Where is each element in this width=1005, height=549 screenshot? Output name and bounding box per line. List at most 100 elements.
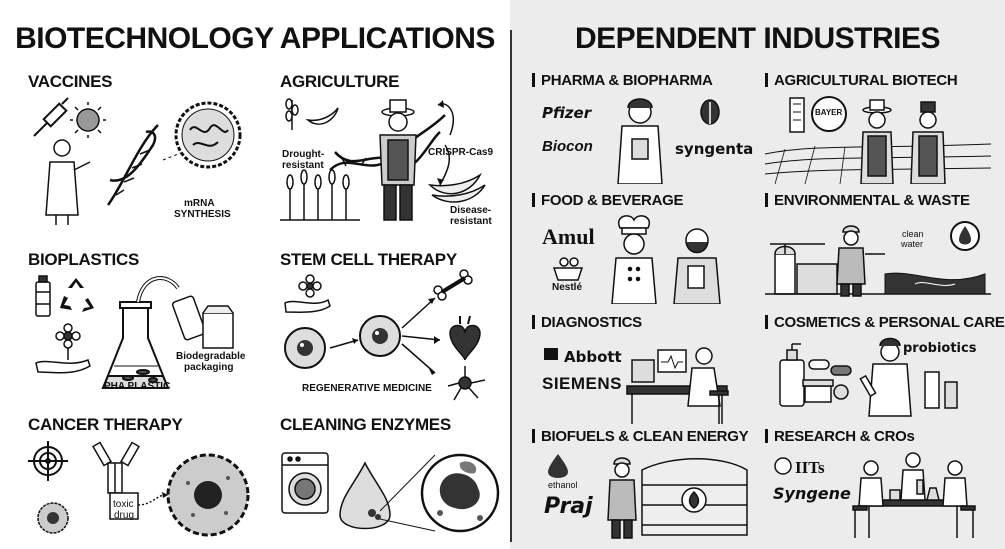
stem-cell-illustration bbox=[284, 269, 486, 401]
drug-label: drug bbox=[114, 510, 135, 521]
industries-panel bbox=[510, 0, 1005, 549]
stem-cell-title: STEM CELL THERAPY bbox=[280, 250, 457, 269]
toxic-label: toxic bbox=[113, 499, 134, 510]
cleaning-enzymes-illustration bbox=[281, 452, 500, 533]
neuron-icon bbox=[447, 366, 486, 401]
capsule-icon bbox=[808, 359, 852, 376]
panel-divider bbox=[510, 30, 512, 542]
agri-biotech-title: AGRICULTURAL BIOTECH bbox=[765, 72, 958, 89]
pharma-title: PHARMA & BIOPHARMA bbox=[532, 72, 713, 89]
farmer-icon bbox=[860, 99, 894, 184]
disease-label-2: resistant bbox=[450, 216, 492, 227]
scientist-icon bbox=[859, 337, 912, 417]
recycle-icon bbox=[60, 278, 94, 312]
worker-icon bbox=[607, 457, 637, 539]
stem-cell-section: STEM CELL THERAPY bbox=[280, 250, 520, 401]
applications-title: BIOTECHNOLOGY APPLICATIONS bbox=[15, 22, 495, 55]
bioplastics-title: BIOPLASTICS bbox=[28, 250, 139, 269]
tumor-cell-icon bbox=[37, 502, 69, 534]
agriculture-title: AGRICULTURE bbox=[280, 72, 400, 91]
pharmacist-icon bbox=[617, 98, 663, 184]
technician-icon bbox=[687, 347, 729, 424]
badge-icon bbox=[789, 97, 805, 133]
applications-panel bbox=[0, 0, 510, 549]
pump-bottle-icon bbox=[779, 343, 805, 407]
banana-icon bbox=[305, 107, 339, 125]
lab-equipment-icon bbox=[889, 487, 940, 501]
pharma-illustration bbox=[617, 98, 720, 184]
syngenta-logo: syngenta bbox=[675, 140, 754, 158]
bone-icon bbox=[433, 269, 473, 301]
bioplastics-section: BIOPLASTICS bbox=[28, 250, 268, 400]
antibody-icon bbox=[92, 441, 140, 494]
pha-plastic-label: PHA PLASTIC bbox=[104, 381, 171, 392]
mrna-particle-icon bbox=[174, 101, 242, 169]
cancer-therapy-illustration bbox=[28, 441, 250, 537]
researcher-icon-3 bbox=[942, 460, 976, 538]
diagnostics-illustration bbox=[544, 347, 729, 424]
water-label: water bbox=[901, 239, 924, 249]
industries-title: DEPENDENT INDUSTRIES bbox=[574, 22, 941, 55]
worker-icon bbox=[836, 225, 866, 297]
flower-hand-icon bbox=[35, 323, 91, 374]
researcher-icon-1 bbox=[852, 460, 884, 538]
agri-biotech-card: AGRICULTURAL BIOTECH BAYER bbox=[765, 72, 991, 184]
tube-icon bbox=[924, 371, 958, 409]
probiotics-label: probiotics bbox=[903, 341, 977, 356]
packaging-label: packaging bbox=[184, 362, 234, 373]
stem-cell-icon bbox=[284, 327, 326, 369]
dna-helix-icon bbox=[106, 124, 159, 206]
abbott-logo: Abbott bbox=[564, 348, 622, 366]
heart-icon bbox=[449, 315, 481, 361]
siemens-logo: SIEMENS bbox=[542, 374, 623, 393]
cosmetics-title: COSMETICS & PERSONAL CARE bbox=[765, 314, 1005, 331]
disease-label-1: Disease- bbox=[450, 205, 492, 216]
farmer-icon bbox=[379, 99, 417, 221]
food-beverage-illustration bbox=[552, 215, 721, 304]
chef-icon bbox=[611, 215, 657, 304]
regenerative-medicine-label: REGENERATIVE MEDICINE bbox=[302, 383, 432, 394]
fuel-tank-icon bbox=[641, 458, 748, 536]
agri-biotech-illustration bbox=[765, 96, 991, 184]
iit-emblem-icon bbox=[774, 457, 792, 475]
nestle-logo: Nestlé bbox=[552, 282, 583, 293]
scientist-icon bbox=[45, 139, 91, 225]
cleaning-enzymes-section: CLEANING ENZYMES bbox=[280, 415, 520, 549]
cosmetics-illustration bbox=[779, 337, 958, 417]
target-icon bbox=[28, 441, 68, 481]
virus-icon bbox=[70, 102, 106, 138]
diagnostics-title: DIAGNOSTICS bbox=[532, 314, 642, 331]
cream-jar-icon bbox=[802, 379, 849, 403]
toxic-drug-box bbox=[109, 492, 139, 520]
washing-machine-icon bbox=[281, 452, 329, 514]
synthesis-label: SYNTHESIS bbox=[174, 209, 231, 220]
research-title: RESEARCH & CROs bbox=[765, 428, 915, 445]
drought-label-2: resistant bbox=[282, 160, 324, 171]
amul-logo: Amul bbox=[542, 224, 595, 249]
mrna-label: mRNA bbox=[184, 198, 215, 209]
lab-desk-icon bbox=[626, 349, 728, 424]
water-drop-icon bbox=[339, 461, 391, 530]
vaccines-title: VACCINES bbox=[28, 72, 113, 91]
biodegradable-label: Biodegradable bbox=[176, 351, 246, 362]
flower-hand-icon bbox=[284, 274, 331, 313]
drought-label-1: Drought- bbox=[282, 149, 325, 160]
flask-icon bbox=[101, 301, 170, 389]
praj-logo: Praj bbox=[544, 494, 593, 519]
biofuels-illustration bbox=[548, 454, 748, 539]
biofuels-card: BIOFUELS & CLEAN ENERGY ethanol Praj bbox=[532, 428, 758, 539]
ethanol-label: ethanol bbox=[548, 480, 578, 490]
syringe-icon bbox=[33, 97, 69, 137]
diagnostics-card: DIAGNOSTICS Abbott SIEMENS bbox=[532, 314, 758, 424]
vaccines-section: VACCINES bbox=[28, 72, 268, 225]
pfizer-logo: Pfizer bbox=[542, 104, 592, 122]
environmental-title: ENVIRONMENTAL & WASTE bbox=[765, 192, 970, 209]
clean-label: clean bbox=[902, 229, 924, 239]
banana-bunch-icon bbox=[427, 172, 486, 203]
bayer-logo-icon bbox=[811, 96, 847, 132]
research-illustration bbox=[774, 452, 976, 538]
researcher-icon-2 bbox=[900, 452, 926, 501]
droplet-icon bbox=[950, 221, 980, 251]
wheat-icon bbox=[285, 98, 299, 130]
cancer-therapy-title: CANCER THERAPY bbox=[28, 415, 183, 434]
